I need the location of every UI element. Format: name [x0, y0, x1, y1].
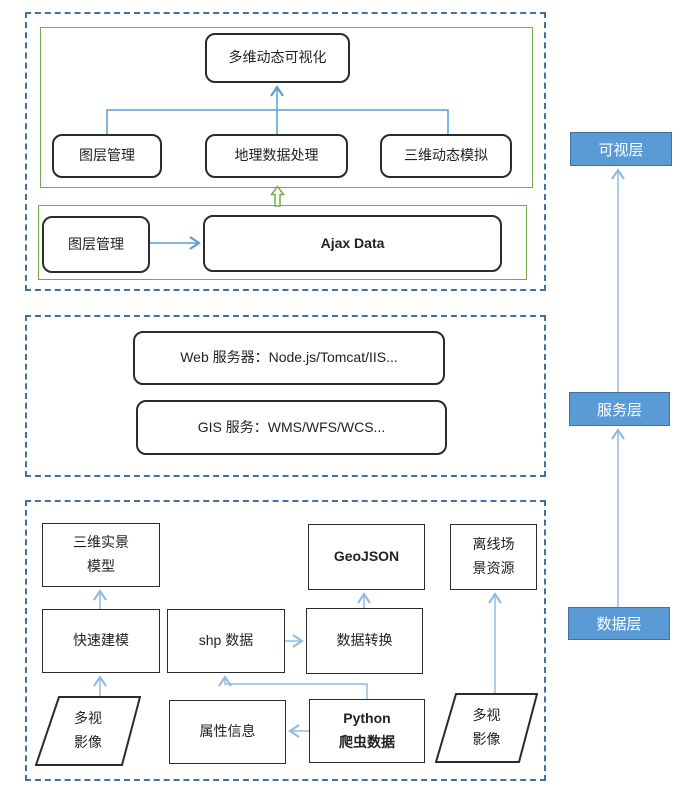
parallelogram-shape — [435, 693, 538, 763]
layer-label-service: 服务层 — [569, 392, 670, 426]
node-multiview-imagery-right: 多视 影像 — [435, 693, 538, 763]
node-gis-service: GIS 服务：WMS/WFS/WCS... — [136, 400, 447, 455]
node-rapid-modeling: 快速建模 — [42, 609, 160, 673]
node-realistic-3d-model: 三维实景 模型 — [42, 523, 160, 587]
node-data-conversion: 数据转换 — [306, 608, 423, 674]
node-multidim-visualization: 多维动态可视化 — [205, 33, 350, 83]
block-arrow-up-icon — [270, 185, 285, 207]
service-layer-group-frame — [25, 315, 546, 477]
node-python-crawler-data: Python 爬虫数据 — [309, 699, 425, 763]
client-data-frame — [38, 205, 527, 280]
visual-layer-group-frame — [25, 12, 546, 291]
node-3d-dynamic-simulation: 三维动态模拟 — [380, 134, 512, 178]
data-layer-group-frame — [25, 500, 546, 781]
arrow-python-to-shp — [218, 675, 368, 699]
layer-label-visual: 可视层 — [570, 132, 672, 166]
node-layer-management-client: 图层管理 — [42, 216, 150, 273]
visualization-modules-frame — [40, 27, 533, 188]
parallelogram-label: 多视 影像 — [472, 707, 501, 747]
node-geojson: GeoJSON — [308, 524, 425, 590]
node-shp-data: shp 数据 — [167, 609, 285, 673]
node-geodata-processing: 地理数据处理 — [205, 134, 348, 178]
parallelogram-label: 多视 影像 — [74, 710, 102, 750]
node-web-server: Web 服务器：Node.js/Tomcat/IIS... — [133, 331, 445, 385]
node-attribute-info: 属性信息 — [169, 700, 286, 764]
node-ajax-data: Ajax Data — [203, 215, 502, 272]
layer-label-data: 数据层 — [568, 607, 670, 640]
node-layer-management: 图层管理 — [52, 134, 162, 178]
node-offline-scene-resources: 离线场 景资源 — [450, 524, 537, 590]
node-multiview-imagery-left: 多视 影像 — [35, 696, 141, 766]
parallelogram-shape — [35, 696, 141, 766]
